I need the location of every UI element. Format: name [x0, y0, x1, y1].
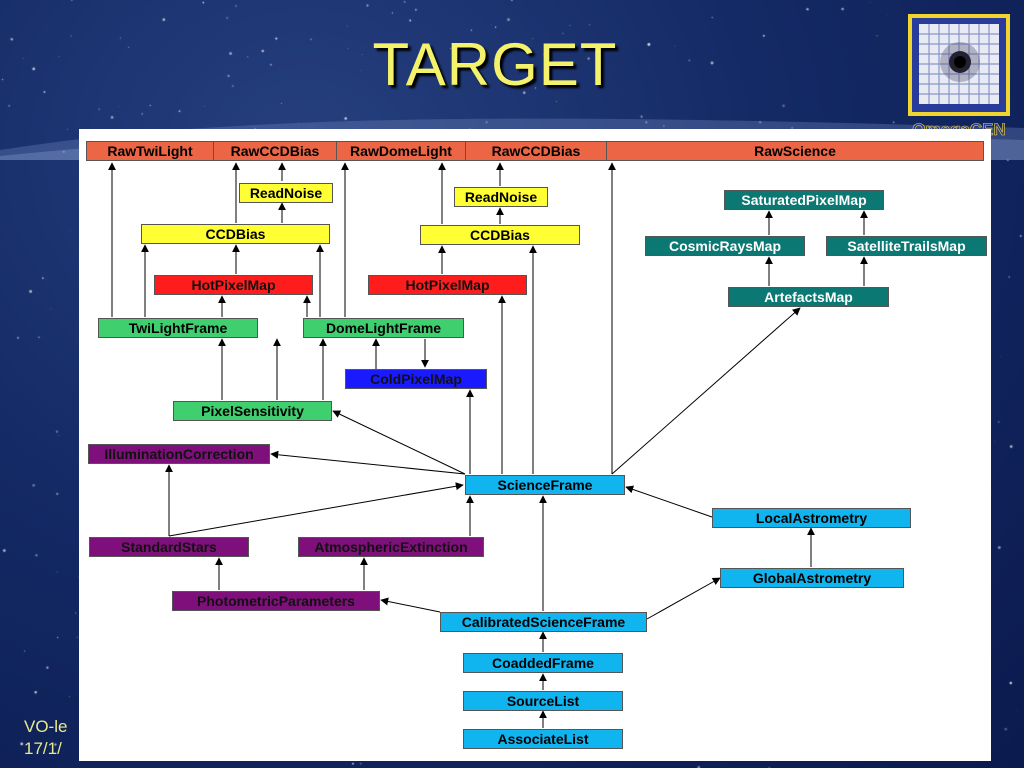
node-source-list: SourceList: [463, 691, 623, 711]
node-raw-twilight: RawTwiLight: [86, 141, 214, 161]
node-photometric-parameters: PhotometricParameters: [172, 591, 380, 611]
slide-title: TARGET: [372, 31, 618, 98]
node-artefacts-map: ArtefactsMap: [728, 287, 889, 307]
node-atmospheric-extinction: AtmosphericExtinction: [298, 537, 484, 557]
node-ccd-bias-2: CCDBias: [420, 225, 580, 245]
node-coadded-frame: CoaddedFrame: [463, 653, 623, 673]
node-global-astrometry: GlobalAstrometry: [720, 568, 904, 588]
target-class-diagram: RawTwiLight RawCCDBias RawDomeLight RawC…: [79, 129, 991, 761]
node-hot-pixel-map-1: HotPixelMap: [154, 275, 313, 295]
omegacen-logo: OmegaCEN: [908, 14, 1010, 138]
footer-text: VO-le 17/1/: [24, 716, 67, 760]
arrow-standardstars-scienceframe: [168, 482, 464, 537]
node-raw-ccd-bias-1: RawCCDBias: [213, 141, 337, 161]
arrow-calibratedscienceframe-globalastrometry: [646, 577, 721, 620]
diagram-arrows: [108, 162, 868, 728]
node-saturated-pixel-map: SaturatedPixelMap: [724, 190, 884, 210]
node-cold-pixel-map: ColdPixelMap: [345, 369, 487, 389]
node-read-noise-1: ReadNoise: [239, 183, 333, 203]
node-dome-light-frame: DomeLightFrame: [303, 318, 464, 338]
arrow-scienceframe-illuminationcorrection: [270, 450, 466, 475]
arrow-scienceframe-pixelsensitivity: [332, 410, 466, 475]
node-science-frame: ScienceFrame: [465, 475, 625, 495]
node-raw-ccd-bias-2: RawCCDBias: [465, 141, 607, 161]
node-raw-dome-light: RawDomeLight: [336, 141, 466, 161]
node-illumination-correction: IlluminationCorrection: [88, 444, 270, 464]
arrow-scienceframe-artefactsmap: [611, 307, 801, 475]
node-pixel-sensitivity: PixelSensitivity: [173, 401, 332, 421]
node-standard-stars: StandardStars: [89, 537, 249, 557]
node-hot-pixel-map-2: HotPixelMap: [368, 275, 527, 295]
node-satellite-trails-map: SatelliteTrailsMap: [826, 236, 987, 256]
footer-line-1: VO-le: [24, 717, 68, 736]
footer-line-2: 17/1/: [24, 739, 62, 758]
node-read-noise-2: ReadNoise: [454, 187, 548, 207]
node-cosmic-rays-map: CosmicRaysMap: [645, 236, 805, 256]
node-twilight-frame: TwiLightFrame: [98, 318, 258, 338]
arrow-localastrometry-scienceframe: [625, 485, 713, 518]
node-local-astrometry: LocalAstrometry: [712, 508, 911, 528]
node-ccd-bias-1: CCDBias: [141, 224, 330, 244]
node-raw-science: RawScience: [606, 141, 984, 161]
node-associate-list: AssociateList: [463, 729, 623, 749]
arrow-calibratedscienceframe-photometricparameters: [380, 597, 441, 613]
node-calibrated-science-frame: CalibratedScienceFrame: [440, 612, 647, 632]
